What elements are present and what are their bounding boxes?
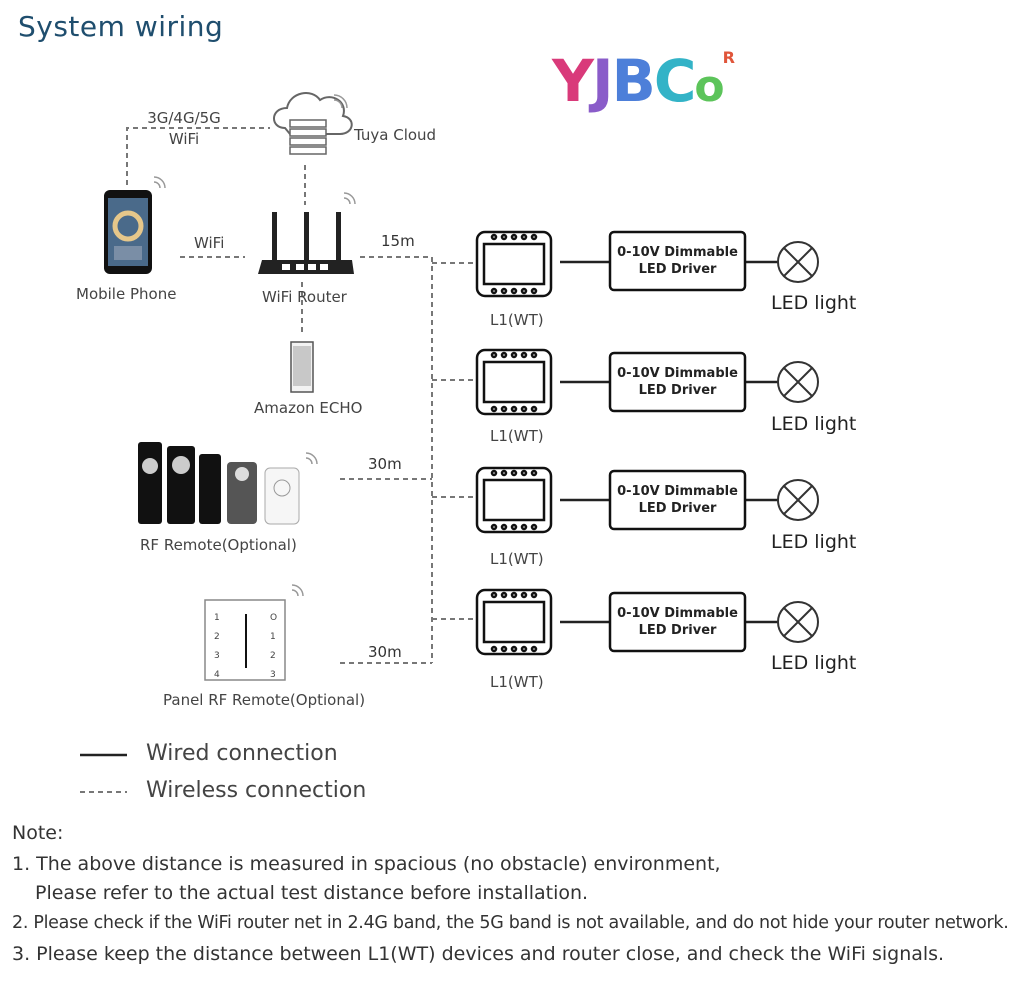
registered-mark: R bbox=[722, 48, 735, 67]
led-light-icon-2 bbox=[777, 361, 819, 403]
mobile-phone-label: Mobile Phone bbox=[76, 285, 177, 303]
note-line-1b: Please refer to the actual test distance… bbox=[35, 882, 589, 904]
controller-l1-3 bbox=[475, 466, 553, 534]
cloud-icon bbox=[273, 92, 353, 155]
panel-remote-icon bbox=[204, 584, 304, 681]
note-line-2: 2. Please check if the WiFi router net i… bbox=[12, 913, 1009, 933]
panel-remote-distance: 30m bbox=[368, 643, 402, 661]
note-line-3: 3. Please keep the distance between L1(W… bbox=[12, 943, 945, 965]
led-light-icon-1 bbox=[777, 241, 819, 283]
note-line-1: 1. The above distance is measured in spa… bbox=[12, 853, 721, 875]
wifi-router-label: WiFi Router bbox=[262, 288, 347, 306]
led-light-label-4: LED light bbox=[771, 652, 857, 674]
amazon-echo-label: Amazon ECHO bbox=[254, 399, 363, 417]
rf-remote-label: RF Remote(Optional) bbox=[140, 536, 297, 554]
legend-wired: Wired connection bbox=[146, 741, 338, 766]
driver-box-2 bbox=[608, 351, 747, 413]
router-icon bbox=[258, 192, 356, 274]
led-light-icon-4 bbox=[777, 601, 819, 643]
controller-label-4: L1(WT) bbox=[490, 673, 544, 691]
controller-l1-2 bbox=[475, 348, 553, 416]
driver-box-1 bbox=[608, 230, 747, 292]
led-light-label-2: LED light bbox=[771, 413, 857, 435]
controller-l1-4 bbox=[475, 588, 553, 656]
controller-label-2: L1(WT) bbox=[490, 427, 544, 445]
router-distance: 15m bbox=[381, 232, 415, 250]
rf-remotes-icon bbox=[138, 442, 318, 525]
tuya-cloud-label: Tuya Cloud bbox=[354, 126, 437, 144]
rf-remote-distance: 30m bbox=[368, 455, 402, 473]
controller-label-3: L1(WT) bbox=[490, 550, 544, 568]
led-light-label-1: LED light bbox=[771, 292, 857, 314]
mobile-phone-icon bbox=[104, 176, 166, 274]
legend-wireless: Wireless connection bbox=[146, 778, 367, 803]
driver-box-4 bbox=[608, 591, 747, 653]
page-title: System wiring bbox=[18, 10, 224, 43]
led-light-label-3: LED light bbox=[771, 531, 857, 553]
driver-box-3 bbox=[608, 469, 747, 531]
amazon-echo-icon bbox=[290, 341, 314, 393]
cloud-link-label: 3G/4G/5G WiFi bbox=[147, 109, 221, 148]
led-light-icon-3 bbox=[777, 479, 819, 521]
notes-heading: Note: bbox=[12, 822, 64, 844]
brand-logo: YJBCoR bbox=[552, 47, 735, 115]
panel-remote-label: Panel RF Remote(Optional) bbox=[163, 691, 366, 709]
phone-wifi-label: WiFi bbox=[194, 234, 225, 252]
controller-l1-1 bbox=[475, 230, 553, 298]
controller-label-1: L1(WT) bbox=[490, 311, 544, 329]
